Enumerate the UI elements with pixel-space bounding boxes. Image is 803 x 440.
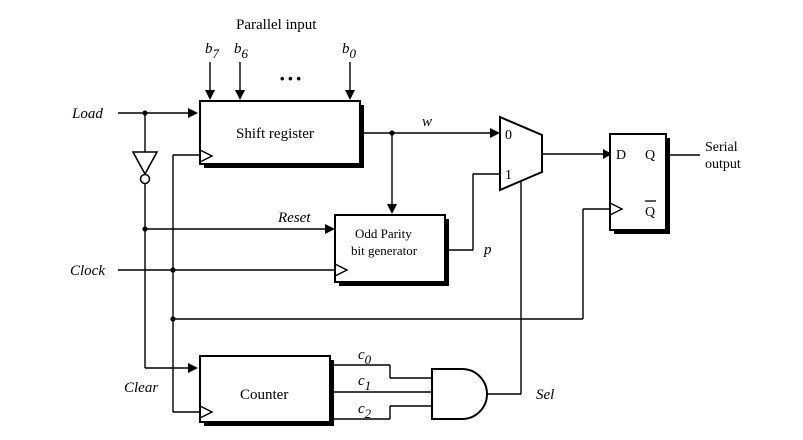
ff-qbar-label: Q (645, 205, 655, 220)
svg-text:c2: c2 (358, 401, 372, 421)
svg-text:b6: b6 (234, 41, 249, 61)
parity-label-line1: Odd Parity (355, 226, 412, 241)
inverter-gate (131, 151, 159, 185)
w-label: w (422, 114, 432, 130)
arrow-right-icon (603, 149, 612, 159)
arrow-down-icon (387, 204, 397, 214)
svg-text:b0: b0 (342, 41, 357, 61)
arrow-down-icon (205, 90, 215, 100)
mux-input-0-label: 0 (505, 128, 512, 143)
ff-q-label: Q (645, 148, 655, 163)
svg-text:c0: c0 (358, 347, 372, 367)
multiplexer: 0 1 (499, 115, 543, 192)
counter-output-c1: c1 (334, 373, 432, 393)
counter-block: Counter (199, 355, 334, 426)
sel-label: Sel (536, 387, 554, 403)
d-flip-flop-block: D Q Q (609, 133, 670, 234)
and-gate (431, 368, 488, 420)
input-b6: b6 (234, 41, 249, 100)
mux-input-1-label: 1 (505, 168, 512, 183)
input-b0: b0 (342, 41, 357, 100)
arrow-down-icon (235, 90, 245, 100)
counter-output-c0: c0 (334, 347, 432, 379)
input-b7: b7 (205, 41, 220, 100)
parallel-input-title: Parallel input (236, 17, 317, 33)
parity-label-line2: bit generator (351, 243, 418, 258)
input-ellipsis: • • • (280, 71, 301, 86)
clear-label: Clear (124, 380, 158, 396)
counter-label: Counter (240, 387, 288, 403)
counter-output-c2: c2 (334, 401, 432, 421)
arrow-right-icon (490, 128, 500, 138)
shift-register-label: Shift register (236, 126, 314, 142)
clock-label: Clock (70, 263, 105, 279)
ff-d-label: D (616, 148, 626, 163)
serial-output-label-line1: Serial (705, 140, 738, 155)
reset-label: Reset (277, 210, 311, 226)
odd-parity-generator-block: Odd Parity bit generator (334, 214, 449, 286)
arrow-right-icon (188, 363, 198, 373)
arrow-down-icon (345, 90, 355, 100)
serial-output-label-line2: output (705, 157, 741, 172)
load-label: Load (71, 106, 103, 122)
shift-register-block: Shift register (199, 100, 364, 168)
arrow-right-icon (188, 108, 198, 118)
svg-text:b7: b7 (205, 41, 220, 61)
p-label: p (483, 242, 492, 258)
svg-text:c1: c1 (358, 373, 371, 393)
arrow-right-icon (325, 224, 335, 234)
